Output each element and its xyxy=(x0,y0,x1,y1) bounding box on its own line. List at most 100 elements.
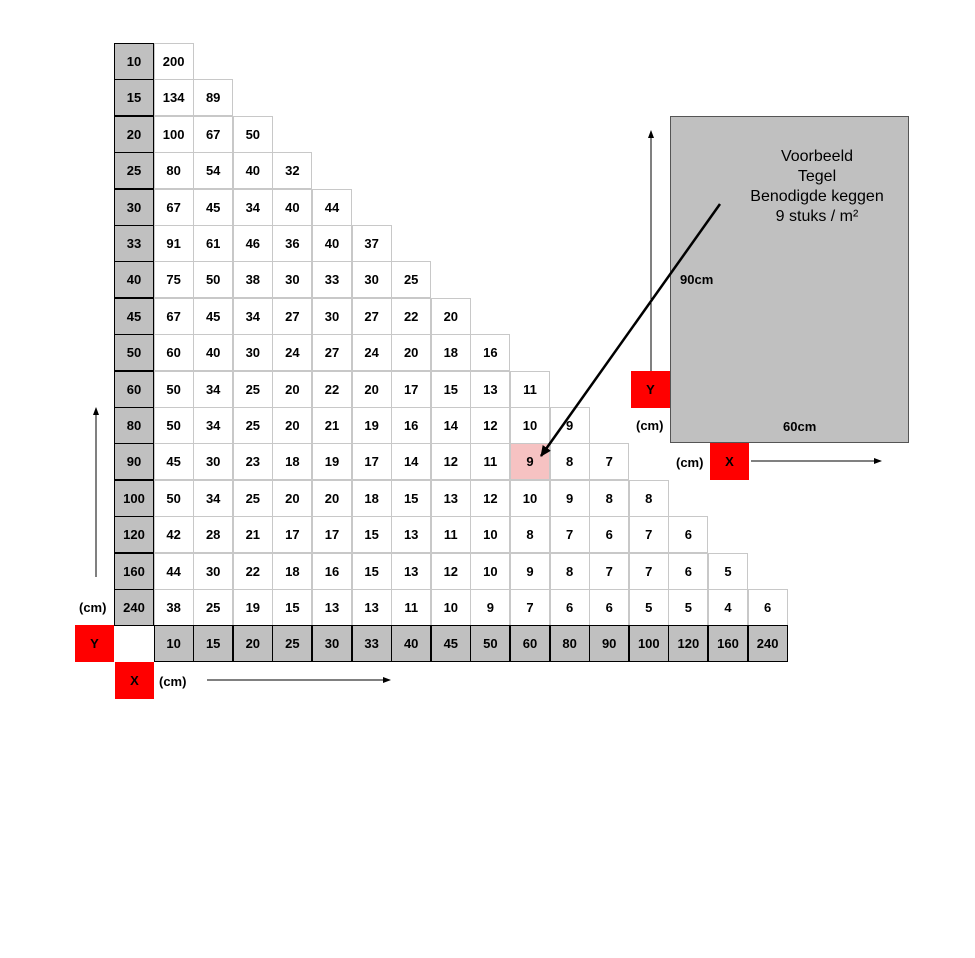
value-cell: 37 xyxy=(351,225,392,262)
value-cell: 14 xyxy=(430,407,471,444)
value-cell: 11 xyxy=(510,370,550,408)
value-cell: 27 xyxy=(351,297,392,335)
x-header-cell: 160 xyxy=(708,625,748,663)
value-cell: 11 xyxy=(391,589,432,626)
value-cell: 28 xyxy=(193,516,234,554)
value-cell: 13 xyxy=(470,370,511,408)
value-cell: 6 xyxy=(668,552,709,590)
value-cell: 67 xyxy=(153,297,194,335)
value-cell: 6 xyxy=(549,589,590,626)
value-cell: 23 xyxy=(232,443,273,481)
value-cell: 12 xyxy=(430,443,471,481)
value-cell: 9 xyxy=(470,589,511,626)
y-header-cell: 40 xyxy=(114,261,154,299)
value-cell: 22 xyxy=(312,370,352,408)
value-cell: 10 xyxy=(430,589,471,626)
x-header-cell: 80 xyxy=(549,625,590,663)
value-cell: 20 xyxy=(272,479,313,517)
x-header-cell: 240 xyxy=(747,625,788,663)
x-header-cell: 30 xyxy=(312,625,352,663)
value-cell: 45 xyxy=(153,443,194,481)
value-cell: 24 xyxy=(272,334,313,372)
value-cell: 7 xyxy=(589,552,630,590)
value-cell: 27 xyxy=(272,297,313,335)
value-cell: 34 xyxy=(193,370,234,408)
value-cell: 50 xyxy=(153,370,194,408)
y-header-cell: 15 xyxy=(114,79,154,117)
y-header-cell: 60 xyxy=(114,370,154,408)
value-cell: 89 xyxy=(193,79,234,117)
value-cell: 30 xyxy=(193,552,234,590)
value-cell: 7 xyxy=(628,552,669,590)
value-cell: 8 xyxy=(549,552,590,590)
value-cell: 44 xyxy=(312,188,352,226)
y-header-cell: 45 xyxy=(114,297,154,335)
x-header-cell: 90 xyxy=(589,625,630,663)
value-cell: 15 xyxy=(272,589,313,626)
value-cell: 34 xyxy=(193,479,234,517)
value-cell: 67 xyxy=(193,115,234,153)
x-header-cell: 33 xyxy=(351,625,392,663)
x-header-cell: 25 xyxy=(272,625,313,663)
value-cell: 30 xyxy=(351,261,392,299)
value-cell: 34 xyxy=(232,297,273,335)
x-header-cell: 45 xyxy=(430,625,471,663)
value-cell: 20 xyxy=(391,334,432,372)
value-cell: 38 xyxy=(153,589,194,626)
value-cell: 20 xyxy=(272,407,313,444)
y-header-cell: 100 xyxy=(114,479,154,517)
value-cell: 6 xyxy=(589,516,630,554)
value-cell: 6 xyxy=(589,589,630,626)
value-cell: 34 xyxy=(232,188,273,226)
value-cell: 60 xyxy=(153,334,194,372)
y-header-cell: 10 xyxy=(114,43,154,80)
value-cell: 8 xyxy=(510,516,550,554)
tile-y-marker: Y xyxy=(631,371,670,408)
value-cell: 50 xyxy=(232,115,273,153)
value-cell: 7 xyxy=(510,589,550,626)
value-cell: 18 xyxy=(351,479,392,517)
value-cell: 17 xyxy=(272,516,313,554)
value-cell: 9 xyxy=(549,407,590,444)
value-cell: 40 xyxy=(272,188,313,226)
value-cell: 34 xyxy=(193,407,234,444)
value-cell: 18 xyxy=(430,334,471,372)
value-cell: 21 xyxy=(312,407,352,444)
example-line-1: Voorbeeld xyxy=(780,148,854,165)
value-cell: 45 xyxy=(193,297,234,335)
value-cell: 11 xyxy=(430,516,471,554)
value-cell: 5 xyxy=(628,589,669,626)
value-cell: 10 xyxy=(510,407,550,444)
value-cell: 44 xyxy=(153,552,194,590)
value-cell: 30 xyxy=(272,261,313,299)
value-cell: 17 xyxy=(391,370,432,408)
value-cell: 67 xyxy=(153,188,194,226)
value-cell: 25 xyxy=(232,479,273,517)
y-header-cell: 160 xyxy=(114,552,154,590)
value-cell: 8 xyxy=(549,443,590,481)
value-cell: 7 xyxy=(589,443,630,481)
value-cell: 20 xyxy=(430,297,471,335)
value-cell: 40 xyxy=(193,334,234,372)
value-cell: 21 xyxy=(232,516,273,554)
y-axis-marker: Y xyxy=(75,625,114,662)
value-cell: 8 xyxy=(589,479,630,517)
value-cell: 12 xyxy=(470,479,511,517)
y-header-cell: 20 xyxy=(114,115,154,153)
value-cell: 20 xyxy=(351,370,392,408)
value-cell: 91 xyxy=(153,225,194,262)
tile-x-unit: (cm) xyxy=(676,455,704,470)
value-cell: 20 xyxy=(312,479,352,517)
value-cell: 19 xyxy=(232,589,273,626)
value-cell: 15 xyxy=(391,479,432,517)
value-cell: 40 xyxy=(232,152,273,190)
highlighted-cell: 9 xyxy=(510,443,550,481)
example-line-3: Benodigde keggen xyxy=(750,188,884,205)
value-cell: 16 xyxy=(470,334,511,372)
x-header-cell: 50 xyxy=(470,625,511,663)
value-cell: 19 xyxy=(312,443,352,481)
value-cell: 75 xyxy=(153,261,194,299)
x-header-cell: 120 xyxy=(668,625,709,663)
value-cell: 13 xyxy=(312,589,352,626)
x-header-cell: 60 xyxy=(510,625,550,663)
